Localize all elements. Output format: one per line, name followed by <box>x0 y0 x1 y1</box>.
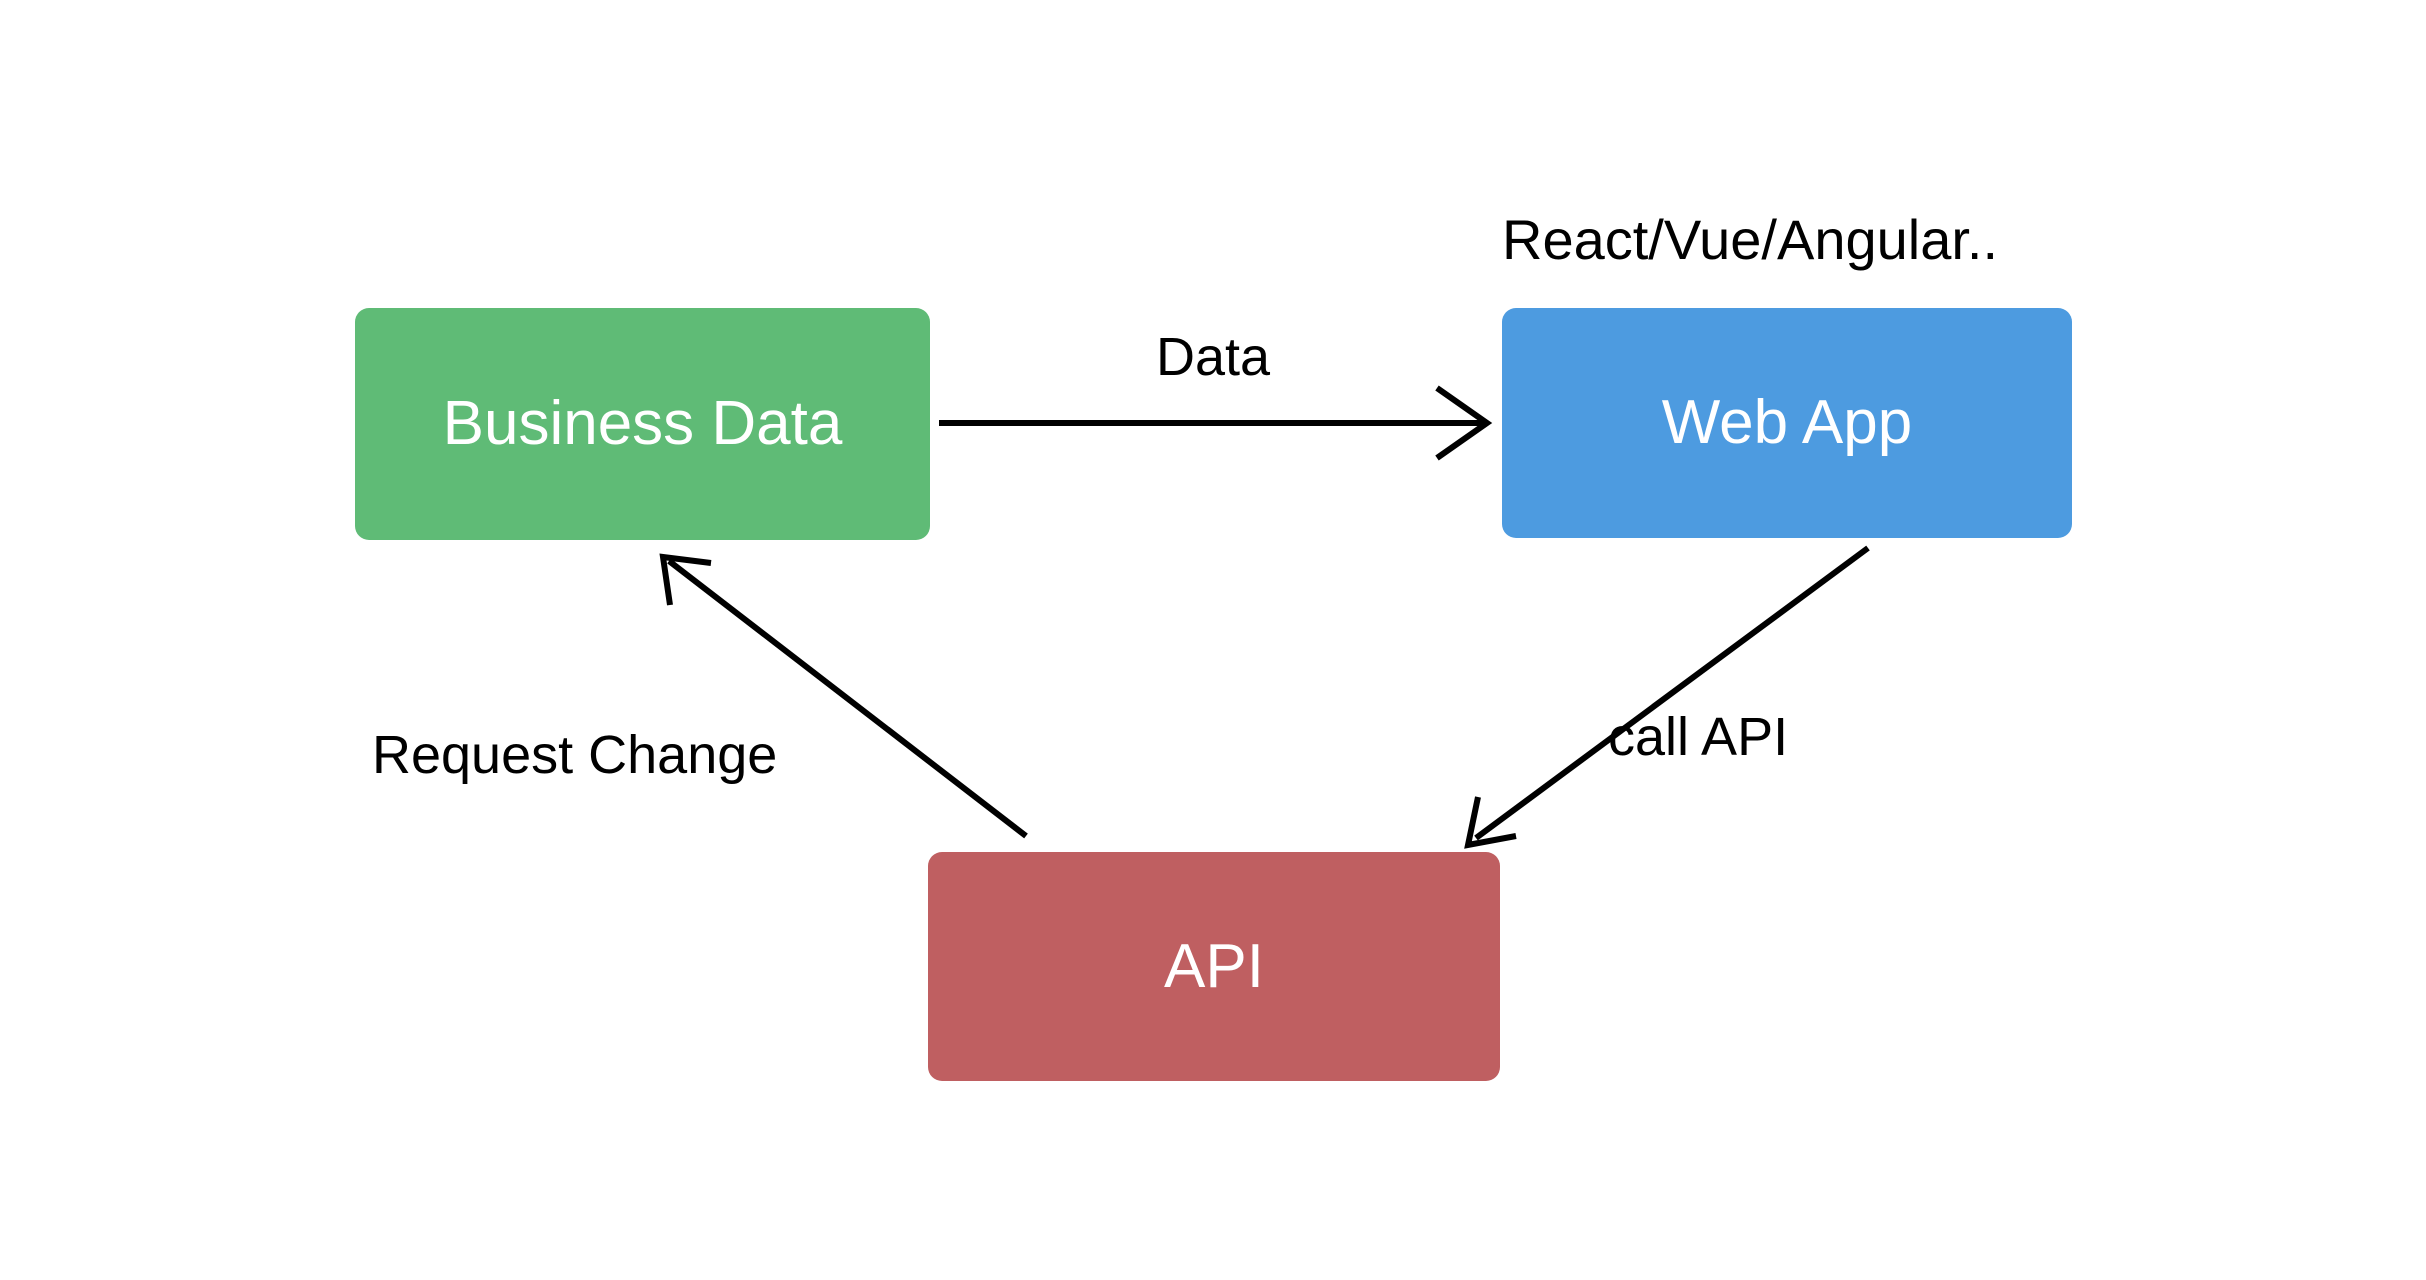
arrowhead-call-api <box>1464 796 1517 849</box>
node-web-app-label: Web App <box>1661 388 1913 457</box>
arrowhead-request-change <box>659 553 712 606</box>
edge-label-call-api: call API <box>1608 707 1789 767</box>
edge-label-data: Data <box>1156 327 1271 387</box>
node-business-data[interactable]: Business Data <box>355 308 930 540</box>
node-business-data-label: Business Data <box>442 389 843 458</box>
annotation-frameworks: React/Vue/Angular.. <box>1502 208 1999 271</box>
edge-line-request-change <box>667 558 1028 839</box>
node-api-label: API <box>1164 931 1264 1001</box>
edge-label-request-change: Request Change <box>372 725 778 785</box>
edge-line-call-api <box>1474 545 1870 841</box>
node-web-app[interactable]: Web App <box>1502 308 2072 538</box>
node-api[interactable]: API <box>928 852 1500 1081</box>
arrowhead-data <box>1435 385 1493 461</box>
